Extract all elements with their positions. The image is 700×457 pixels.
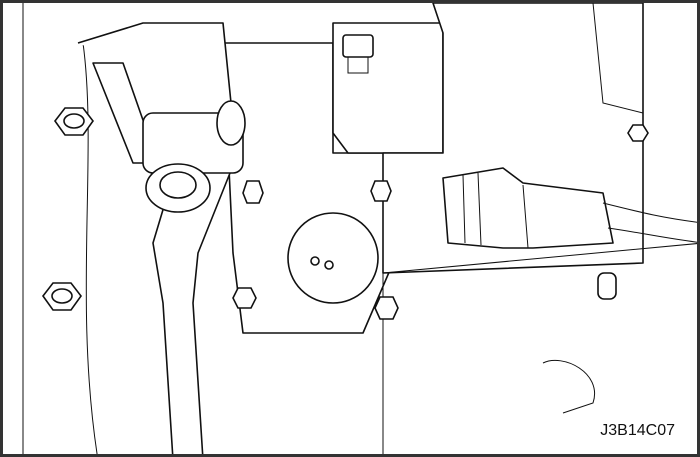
- bolt-top: [342, 34, 374, 74]
- body-panel: [22, 3, 98, 454]
- stud: [597, 272, 617, 300]
- disc-hole: [310, 256, 320, 266]
- nut-lower-left: [42, 282, 82, 311]
- nut-upper-left: [54, 107, 94, 136]
- disc-hole: [324, 260, 334, 270]
- electrical-connector: [442, 167, 697, 249]
- bolt-right-lower: [374, 296, 399, 320]
- bolt-left-mid: [242, 180, 264, 204]
- housing-edge: [382, 3, 697, 274]
- mount-disc: [287, 212, 379, 304]
- figure-code: J3B14C07: [600, 422, 675, 439]
- bolt-center-upper: [370, 180, 392, 202]
- mechanical-drawing: [22, 3, 697, 454]
- steering-shaft: [77, 22, 244, 454]
- bolt-center-lower: [232, 287, 257, 309]
- lower-edge: [382, 273, 596, 454]
- universal-joint: [142, 100, 246, 213]
- nut-right: [627, 124, 649, 142]
